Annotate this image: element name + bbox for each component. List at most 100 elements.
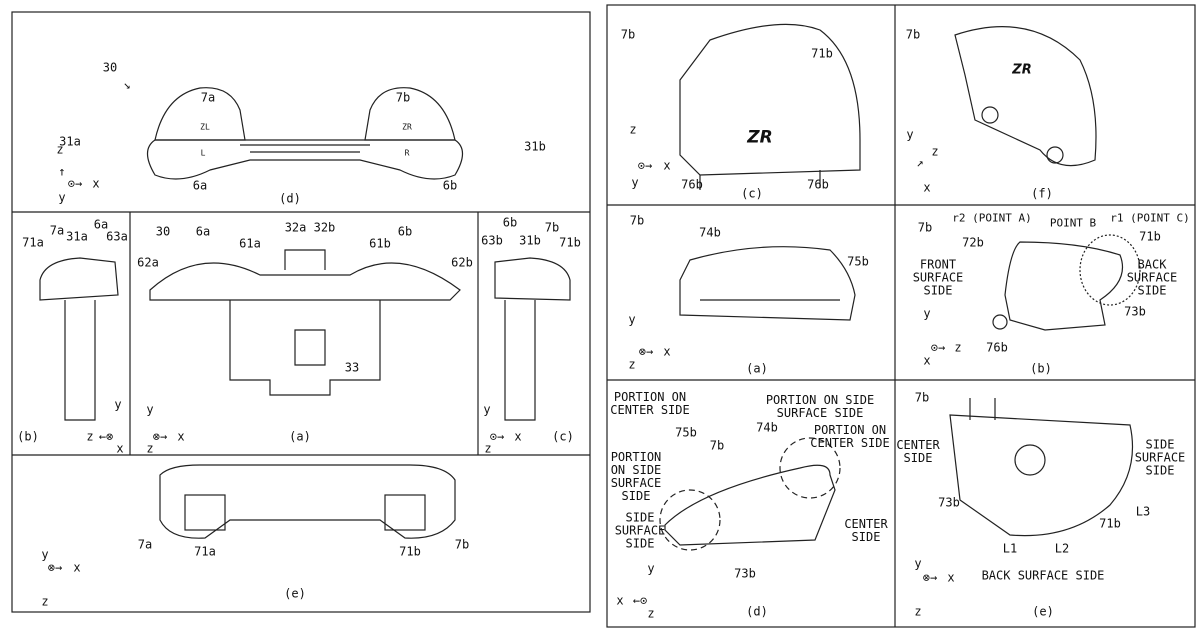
direction-label: CENTER SIDE: [896, 439, 939, 465]
button-mark: L: [201, 147, 206, 160]
figure-caption: (c): [741, 188, 763, 201]
axis-label: z: [86, 431, 93, 444]
ref-label: POINT B: [1050, 217, 1096, 230]
ref-label: 6b: [398, 226, 412, 239]
axis-arrows-icon: ←⊙: [633, 595, 647, 608]
ref-label: 32a 32b: [285, 222, 336, 235]
ref-label: 7b: [455, 539, 469, 552]
ref-label: 62a: [137, 257, 159, 270]
axis-label: z: [484, 443, 491, 456]
arrow-icon: ↘: [123, 79, 130, 92]
axis-label: z: [628, 359, 635, 372]
button-mark: ZR: [402, 121, 412, 134]
ref-label: 7a: [138, 539, 152, 552]
figure-caption: (d): [279, 193, 301, 206]
button-mark: ZL: [200, 121, 210, 134]
axis-arrows-icon: ⊙→: [931, 342, 945, 355]
axis-label: z: [954, 342, 961, 355]
ref-label: L3: [1136, 506, 1150, 519]
ref-label: 7b: [630, 215, 644, 228]
figure-caption: (e): [284, 588, 306, 601]
axis-label: x: [92, 178, 99, 191]
axis-label: y: [647, 563, 654, 576]
axis-label: y: [923, 308, 930, 321]
ref-label: r1 (POINT C): [1110, 212, 1189, 225]
ref-label: 7b: [915, 392, 929, 405]
ref-label: 63b: [481, 235, 503, 248]
axis-label: x: [923, 355, 930, 368]
direction-label: SIDE SURFACE SIDE: [615, 512, 666, 551]
ref-label: 6a: [193, 180, 207, 193]
figure-caption: (d): [746, 606, 768, 619]
ref-label: 31b: [519, 235, 541, 248]
ref-label: 73b: [1124, 306, 1146, 319]
axis-label: y: [906, 129, 913, 142]
ref-label: 76b: [681, 179, 703, 192]
ref-label: 72b: [962, 237, 984, 250]
direction-label: BACK SURFACE SIDE: [1127, 259, 1178, 298]
figure-caption: (a): [746, 363, 768, 376]
figure-caption: (c): [552, 431, 574, 444]
axis-label: z: [56, 144, 63, 157]
ref-label: 62b: [451, 257, 473, 270]
figure-caption: (e): [1032, 606, 1054, 619]
figure-caption: (a): [289, 431, 311, 444]
direction-label: CENTER SIDE: [844, 518, 887, 544]
ref-label: 7b: [906, 29, 920, 42]
direction-label: SIDE SURFACE SIDE: [1135, 439, 1186, 478]
axis-arrows-icon: ↑: [58, 166, 65, 179]
ref-label: L2: [1055, 543, 1069, 556]
ref-label: 33: [345, 362, 359, 375]
ref-label: 31b: [524, 141, 546, 154]
axis-label: y: [483, 404, 490, 417]
axis-label: x: [616, 595, 623, 608]
ref-label: 71b: [399, 546, 421, 559]
axis-label: z: [146, 443, 153, 456]
axis-label: x: [923, 182, 930, 195]
ref-label: 7b: [545, 222, 559, 235]
axis-label: z: [647, 608, 654, 621]
ref-label: 73b: [938, 497, 960, 510]
ref-label: 75b: [675, 427, 697, 440]
figure-caption: (b): [17, 431, 39, 444]
axis-label: y: [146, 404, 153, 417]
ref-label: 73b: [734, 568, 756, 581]
ref-label: 6b: [503, 217, 517, 230]
axis-arrows-icon: ↗: [916, 157, 923, 170]
axis-label: y: [628, 314, 635, 327]
axis-arrows-icon: ⊗→: [639, 346, 653, 359]
portion-label: PORTION ON SIDE SURFACE SIDE: [766, 394, 874, 420]
axis-label: x: [947, 572, 954, 585]
axis-label: x: [177, 431, 184, 444]
axis-label: x: [73, 562, 80, 575]
zr-mark: ZR: [1012, 64, 1031, 77]
ref-label: 7b: [710, 440, 724, 453]
figure-caption: (f): [1031, 188, 1053, 201]
ref-label: L1: [1003, 543, 1017, 556]
ref-label: 71a: [194, 546, 216, 559]
axis-label: x: [663, 160, 670, 173]
ref-label: 76b: [807, 179, 829, 192]
ref-label: 30: [156, 226, 170, 239]
ref-label: 7b: [621, 29, 635, 42]
ref-label: 61b: [369, 238, 391, 251]
axis-label: z: [914, 606, 921, 619]
axis-arrows-icon: ⊙→: [68, 178, 82, 191]
direction-label: FRONT SURFACE SIDE: [913, 259, 964, 298]
axis-label: y: [114, 399, 121, 412]
ref-label: 7b: [918, 222, 932, 235]
axis-label: x: [514, 431, 521, 444]
axis-label: x: [663, 346, 670, 359]
axis-label: y: [58, 192, 65, 205]
left-frame: [12, 12, 590, 612]
ref-label: 76b: [986, 342, 1008, 355]
axis-label: y: [914, 558, 921, 571]
axis-arrows-icon: ⊗→: [48, 562, 62, 575]
portion-label: PORTION ON CENTER SIDE: [610, 391, 689, 417]
direction-label: BACK SURFACE SIDE: [982, 570, 1105, 583]
axis-arrows-icon: ⊗→: [923, 572, 937, 585]
axis-label: z: [931, 146, 938, 159]
controller-top-view: [148, 88, 463, 179]
zr-mark: ZR: [747, 132, 772, 145]
